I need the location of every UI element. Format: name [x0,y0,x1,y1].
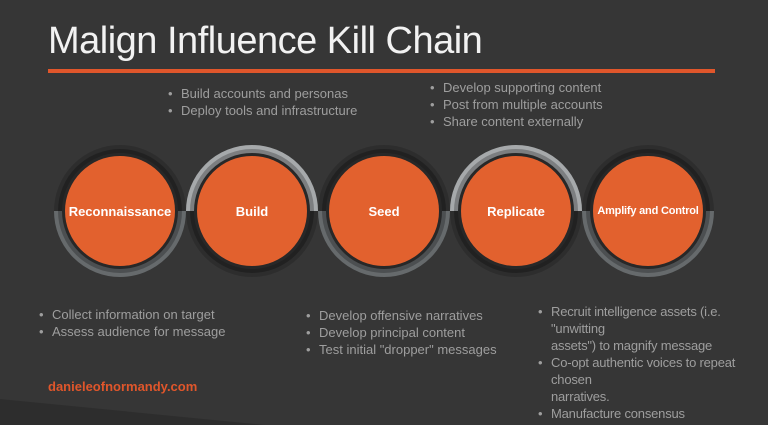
note-text: Recruit intelligence assets (i.e. "unwit… [551,304,721,353]
note-text: Collect information on target [52,307,215,322]
build-notes-list: Build accounts and personas Deploy tools… [168,85,357,119]
note-text: Deploy tools and infrastructure [181,103,358,118]
bullet-icon [306,307,319,324]
note-text: Co-opt authentic voices to repeat chosen… [551,355,736,404]
seed-notes-list: Develop offensive narratives Develop pri… [306,307,497,358]
list-item: Share content externally [430,113,603,130]
note-text: Manufacture consensus [551,406,685,421]
stage-circle-seed: Seed [329,156,439,266]
list-item: Develop principal content [306,324,497,341]
stage-circle-reconnaissance: Reconnaissance [65,156,175,266]
list-item: Develop supporting content [430,79,603,96]
list-item: Co-opt authentic voices to repeat chosen… [538,354,768,405]
chain-shadow-arc [318,145,450,212]
chain-bottom-arc [318,210,450,277]
bullet-icon [39,323,52,340]
list-item: Test initial "dropper" messages [306,341,497,358]
reconnaissance-notes-list: Collect information on target Assess aud… [39,306,225,340]
list-item: Post from multiple accounts [430,96,603,113]
amplify-notes-list: Recruit intelligence assets (i.e. "unwit… [538,303,768,422]
stage-circle-replicate: Replicate [461,156,571,266]
bullet-icon [306,341,319,358]
list-item: Manufacture consensus [538,405,768,422]
stage-circle-amplify-and-control: Amplify and Control [593,156,703,266]
note-text: Build accounts and personas [181,86,348,101]
stage-label: Amplify and Control [597,205,699,217]
stage-circle-build: Build [197,156,307,266]
stage-label: Seed [368,203,400,219]
bullet-icon [538,405,551,422]
list-item: Collect information on target [39,306,225,323]
list-item: Assess audience for message [39,323,225,340]
stage-label: Reconnaissance [68,203,172,219]
chain-shadow-arc [186,210,318,277]
note-text: Post from multiple accounts [443,97,603,112]
bullet-icon [39,306,52,323]
bullet-icon [538,354,551,371]
note-text: Develop supporting content [443,80,602,95]
chain-bottom-arc [582,210,714,277]
bullet-icon [538,303,551,320]
chain-top-arc [186,145,318,212]
note-text: Share content externally [443,114,584,129]
stage-label: Build [235,203,269,219]
list-item: Develop offensive narratives [306,307,497,324]
page-title: Malign Influence Kill Chain [48,20,483,62]
note-text: Test initial "dropper" messages [319,342,497,357]
bullet-icon [306,324,319,341]
title-underline [48,69,715,73]
chain-top-arc [450,145,582,212]
footer-site-url: danieleofnormandy.com [48,379,198,394]
list-item: Build accounts and personas [168,85,357,102]
note-text: Develop offensive narratives [319,308,483,323]
chain-shadow-arc [450,210,582,277]
note-text: Develop principal content [319,325,465,340]
list-item: Recruit intelligence assets (i.e. "unwit… [538,303,768,354]
chain-bottom-arc [54,210,186,277]
stage-label: Replicate [487,203,545,219]
list-item: Deploy tools and infrastructure [168,102,357,119]
chain-shadow-arc [582,145,714,212]
chain-shadow-arc [54,145,186,212]
replicate-notes-list: Develop supporting content Post from mul… [430,79,603,130]
note-text: Assess audience for message [52,324,226,339]
